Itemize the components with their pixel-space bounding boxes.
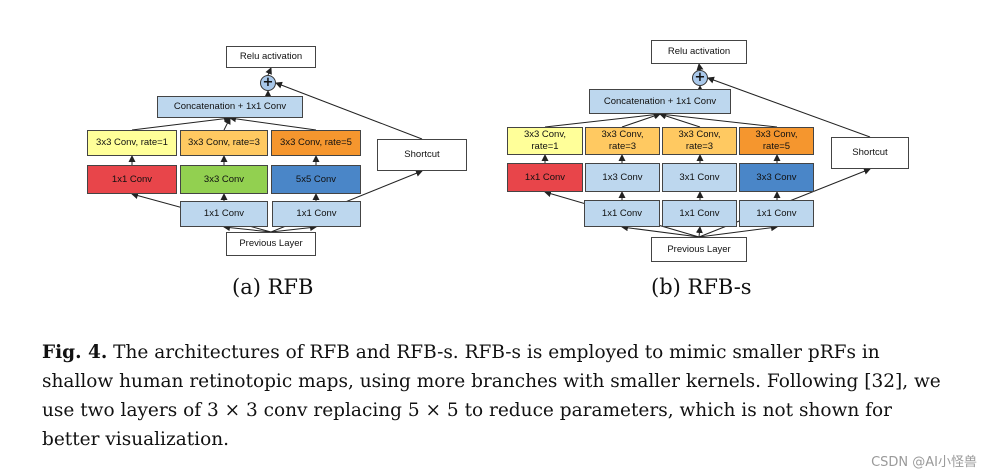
connection-arrow-18	[698, 224, 778, 238]
rfbs-dilated-conv-2-line1: 3x3 Conv,	[601, 129, 644, 140]
rfbs-conv-3x3: 3x3 Conv	[739, 163, 814, 192]
rfbs-dilated-conv-1-line2: rate=1	[531, 141, 559, 152]
connection-arrow-1	[270, 224, 317, 233]
rfb-conv-1x1: 1x1 Conv	[87, 165, 177, 194]
rfbs-subcaption: (b) RFB-s	[651, 275, 752, 299]
rfbs-dilated-conv-2-line2: rate=3	[608, 141, 637, 152]
rfbs-dilated-conv-2: 3x3 Conv, rate=3	[585, 127, 660, 155]
rfb-shortcut-box: Shortcut	[377, 139, 467, 171]
rfbs-dilated-conv-4-line1: 3x3 Conv,	[755, 129, 798, 140]
rfbs-conv-1x1: 1x1 Conv	[507, 163, 583, 192]
rfb-dilated-conv-rate3: 3x3 Conv, rate=3	[180, 130, 268, 156]
connection-arrow-13	[275, 81, 423, 140]
rfbs-dilated-conv-3: 3x3 Conv, rate=3	[662, 127, 737, 155]
connection-arrow-17	[695, 226, 703, 238]
rfb-conv-3x3: 3x3 Conv	[180, 165, 268, 194]
rfbs-relu-box: Relu activation	[651, 40, 747, 64]
rfbs-dilated-conv-3-line1: 3x3 Conv,	[678, 129, 721, 140]
connection-arrow-28	[621, 112, 661, 128]
rfb-input-conv-right: 1x1 Conv	[272, 201, 361, 227]
connection-arrow-9	[131, 115, 231, 131]
rfbs-dilated-conv-1-line1: 3x3 Conv,	[523, 129, 567, 140]
rfb-concat-box: Concatenation + 1x1 Conv	[157, 96, 303, 118]
figure-caption-text: The architectures of RFB and RFB-s. RFB-…	[42, 342, 941, 450]
plus-circle-icon: +	[692, 70, 708, 86]
rfbs-input-conv-1: 1x1 Conv	[584, 200, 660, 227]
rfbs-conv-3x1: 3x1 Conv	[662, 163, 737, 192]
rfb-dilated-conv-rate5: 3x3 Conv, rate=5	[271, 130, 361, 156]
rfb-dilated-conv-rate1: 3x3 Conv, rate=1	[87, 130, 177, 156]
figure-caption: Fig. 4. The architectures of RFB and RFB…	[42, 338, 947, 454]
connection-arrow-30	[659, 111, 778, 128]
connection-arrow-10	[223, 117, 231, 131]
rfb-conv-5x5: 5x5 Conv	[271, 165, 361, 194]
rfb-subcaption: (a) RFB	[232, 275, 314, 299]
connection-arrow-16	[621, 224, 700, 238]
rfbs-previous-layer: Previous Layer	[651, 237, 747, 262]
connection-arrow-11	[229, 115, 317, 131]
rfbs-input-conv-3: 1x1 Conv	[739, 200, 814, 227]
connection-arrows	[128, 63, 871, 238]
rfb-relu-box: Relu activation	[226, 46, 316, 68]
figure-label: Fig. 4.	[42, 342, 108, 363]
rfbs-input-conv-2: 1x1 Conv	[662, 200, 737, 227]
connection-arrow-33	[696, 63, 704, 71]
rfb-input-conv-left: 1x1 Conv	[180, 201, 268, 227]
csdn-watermark: CSDN @AI小怪兽	[871, 455, 977, 470]
rfb-previous-layer: Previous Layer	[226, 232, 316, 256]
connection-arrow-27	[544, 111, 661, 128]
rfbs-shortcut-box: Shortcut	[831, 137, 909, 169]
rfbs-concat-box: Concatenation + 1x1 Conv	[589, 89, 731, 114]
rfbs-dilated-conv-3-line2: rate=3	[685, 141, 714, 152]
connection-arrow-0	[223, 224, 272, 233]
plus-circle-icon: +	[260, 75, 276, 91]
connection-arrow-29	[659, 112, 701, 128]
rfbs-conv-1x3: 1x3 Conv	[585, 163, 660, 192]
connection-arrow-14	[265, 67, 272, 76]
rfbs-dilated-conv-4-line2: rate=5	[762, 141, 791, 152]
rfbs-dilated-conv-1: 3x3 Conv, rate=1	[507, 127, 583, 155]
architecture-diagram: Relu activation + Concatenation + 1x1 Co…	[87, 40, 909, 299]
connection-arrow-32	[707, 76, 871, 138]
rfbs-dilated-conv-4: 3x3 Conv, rate=5	[739, 127, 814, 155]
